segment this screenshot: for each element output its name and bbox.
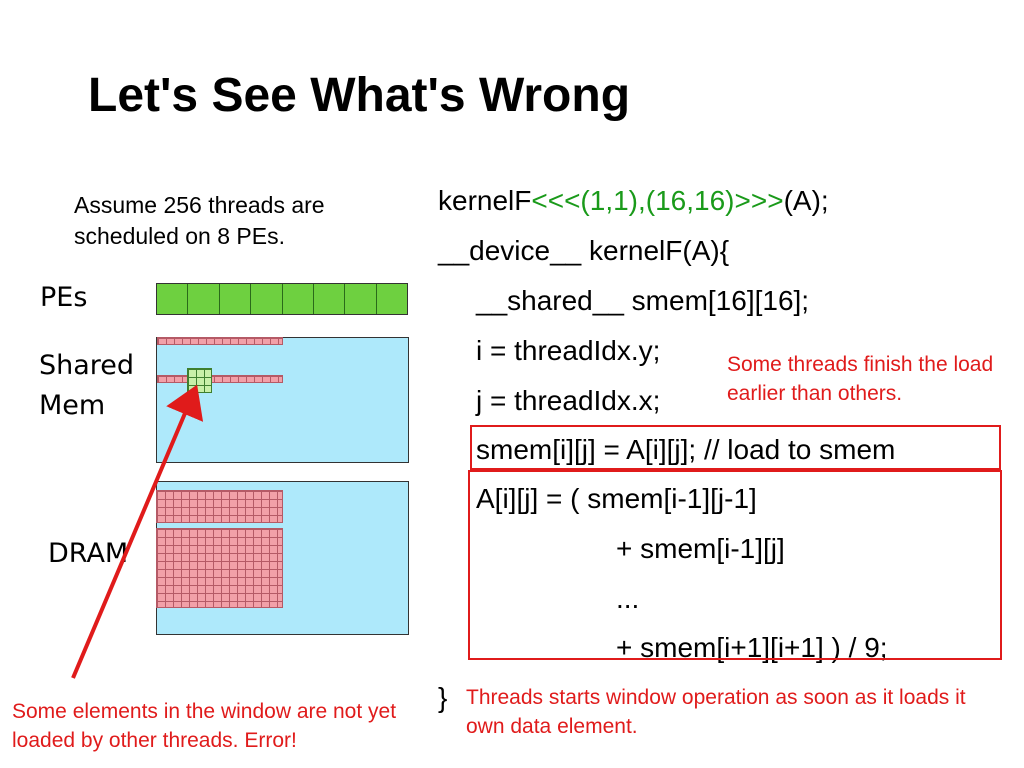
code-line-launch: kernelF<<<(1,1),(16,16)>>>(A); (438, 184, 829, 218)
kernel-args: (A); (783, 185, 829, 216)
code-line-j: j = threadIdx.x; (476, 385, 661, 416)
load-highlight-box (470, 425, 1001, 470)
window-highlight-box (468, 470, 1002, 660)
code-line-device: __device__ kernelF(A){ (438, 235, 730, 266)
slide-title: Let's See What's Wrong (88, 69, 631, 122)
pe-cell (345, 284, 377, 314)
pe-array (156, 283, 408, 315)
pe-cell (251, 284, 283, 314)
shared-mem-label: Shared Mem (39, 350, 135, 421)
code-line-i: i = threadIdx.y; (476, 335, 661, 366)
pes-label: PEs (40, 282, 88, 313)
code-line-close: } (438, 682, 448, 713)
assumption-text: Assume 256 threads are scheduled on 8 PE… (74, 192, 325, 249)
pe-cell (188, 284, 220, 314)
window-cells (187, 368, 212, 393)
shared-memory-loaded-row (157, 337, 283, 345)
code-line-window-end: + smem[i+1][i+1] ) / 9; (616, 632, 888, 663)
dram-data-grid (156, 528, 283, 608)
code-line-shared: __shared__ smem[16][16]; (476, 285, 810, 316)
launch-config: <<<(1,1),(16,16)>>> (531, 185, 784, 216)
code-line-window-sum: + smem[i-1][j] (616, 533, 785, 564)
shared-memory-block (156, 337, 409, 463)
shared-memory-loaded-row (157, 375, 283, 383)
code-line-ellipsis: ... (616, 583, 640, 614)
pe-cell (219, 284, 252, 314)
dram-data-grid (156, 490, 283, 523)
error-note: Some elements in the window are not yet … (12, 700, 397, 752)
dram-label: DRAM (48, 538, 129, 569)
finish-note: Some threads finish the load earlier tha… (727, 353, 994, 405)
pe-cell (282, 284, 314, 314)
pe-cell (376, 284, 407, 314)
pe-cell (313, 284, 346, 314)
code-line-window-start: A[i][j] = ( smem[i-1][j-1] (476, 483, 757, 514)
pe-cell (157, 284, 189, 314)
window-note: Threads starts window operation as soon … (466, 686, 966, 738)
code-line-load: smem[i][j] = A[i][j]; // load to smem (476, 434, 896, 465)
kernel-name: kernelF (438, 185, 532, 216)
